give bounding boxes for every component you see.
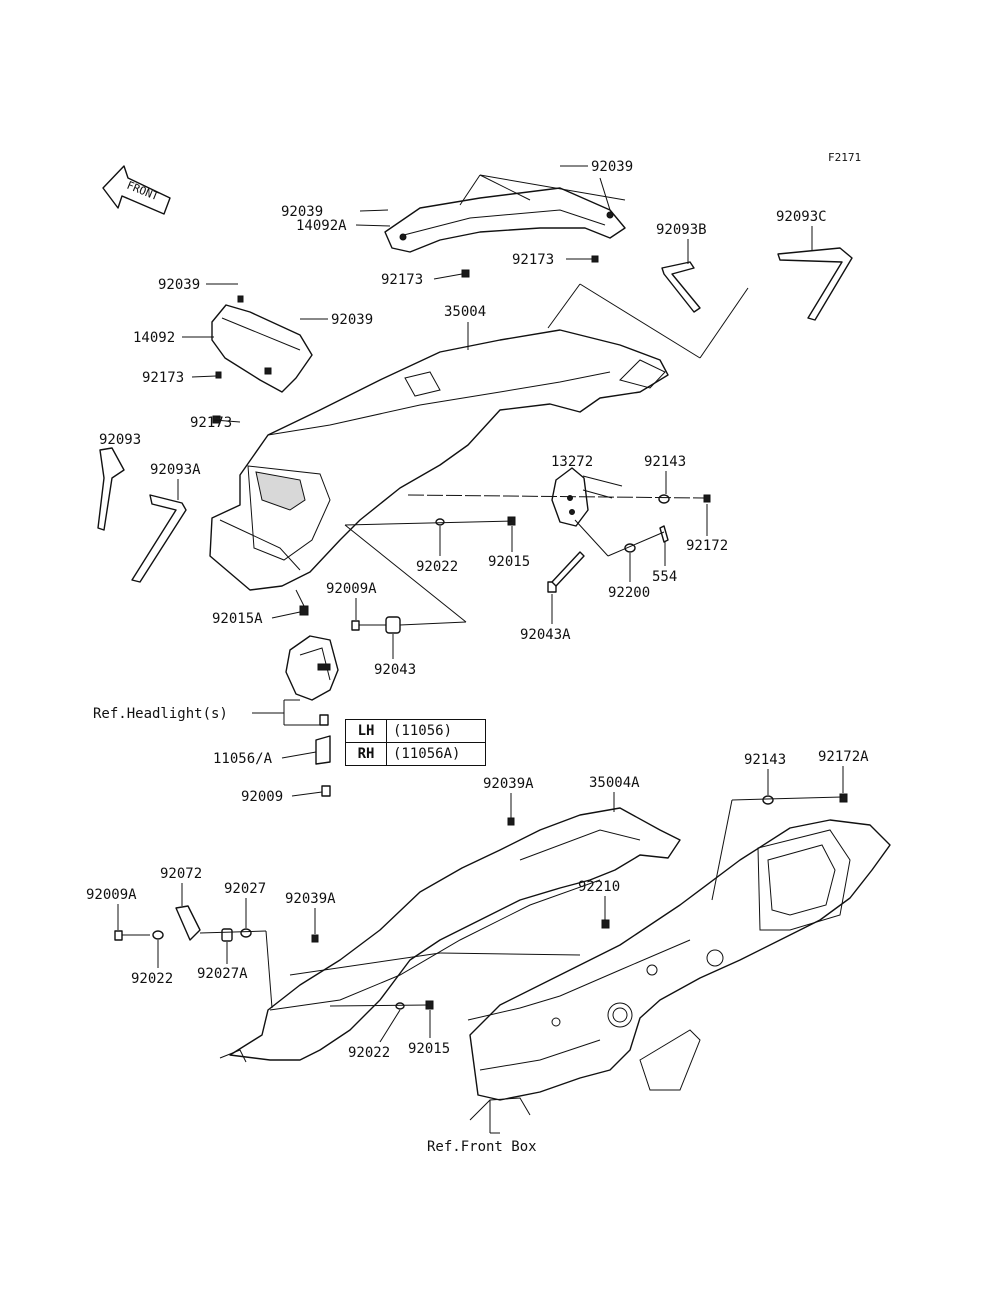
label-92015-b: 92015	[408, 1041, 450, 1057]
washer-92027-icon	[240, 928, 252, 938]
washer-92143-upper-icon	[658, 494, 670, 504]
label-14092: 14092	[133, 330, 175, 346]
ref-front-box: Ref.Front Box	[427, 1139, 537, 1155]
screw-92039A-b-icon	[311, 934, 319, 943]
bolt-92009A-upper-icon	[351, 620, 390, 631]
screw-92039A-a-icon	[507, 817, 515, 826]
collar-92027A-icon	[221, 928, 233, 942]
label-35004: 35004	[444, 304, 486, 320]
label-92039A-b: 92039A	[285, 891, 336, 907]
label-92039-a: 92039	[281, 204, 323, 220]
label-92015A: 92015A	[212, 611, 263, 627]
washer-92022-upper-icon	[435, 518, 445, 526]
table-row: LH (11056)	[345, 719, 486, 743]
label-92172A: 92172A	[818, 749, 869, 765]
bracket-92072-icon	[175, 905, 201, 941]
washer-92022-lower-a-icon	[152, 930, 164, 940]
label-35004A: 35004A	[589, 775, 640, 791]
label-92022-c: 92022	[348, 1045, 390, 1061]
seal-92093C	[777, 247, 853, 321]
bolt-92172A-icon	[839, 793, 848, 803]
front-arrow-icon: FRONT	[102, 165, 171, 215]
washer-92022-lower-b-icon	[395, 1002, 405, 1010]
ref-headlight: Ref.Headlight(s)	[93, 706, 228, 722]
label-92093B: 92093B	[656, 222, 707, 238]
clip-554-icon	[659, 525, 669, 543]
label-92172: 92172	[686, 538, 728, 554]
code-cell: (11056A)	[386, 742, 486, 766]
seal-92093A	[131, 494, 187, 583]
headlight-bracket	[285, 635, 339, 701]
cover-35004	[209, 329, 669, 591]
label-92143-b: 92143	[744, 752, 786, 768]
side-cell: LH	[345, 719, 387, 743]
label-92027A: 92027A	[197, 966, 248, 982]
screw-92039-a-icon	[237, 295, 244, 303]
label-92173-a: 92173	[381, 272, 423, 288]
frame-35004A	[219, 807, 681, 1063]
nut-92173-a-icon	[215, 371, 222, 379]
nut-92173-c-icon	[461, 269, 470, 278]
label-92210: 92210	[578, 879, 620, 895]
label-92039-b: 92039	[158, 277, 200, 293]
nut-92173-d-icon	[591, 255, 599, 263]
label-92173-b: 92173	[512, 252, 554, 268]
trim-14092	[211, 304, 313, 393]
label-554: 554	[652, 569, 677, 585]
label-14092A: 14092A	[296, 218, 347, 234]
seal-92093B	[661, 261, 701, 313]
bolt-92172-icon	[703, 494, 711, 503]
bolt-92009A-lower-icon	[114, 930, 150, 941]
label-92022-a: 92022	[416, 559, 458, 575]
grommet-92043-icon	[385, 616, 401, 634]
label-92072: 92072	[160, 866, 202, 882]
clip-92210-icon	[601, 919, 610, 929]
side-cell: RH	[345, 742, 387, 766]
label-92015-a: 92015	[488, 554, 530, 570]
code-cell: (11056)	[386, 719, 486, 743]
bolt-92043A-icon	[547, 551, 585, 593]
front-box-frame	[467, 819, 891, 1121]
table-row: RH (11056A)	[345, 742, 486, 766]
label-92173-d: 92173	[190, 415, 232, 431]
screw-upper-icon	[319, 714, 329, 726]
label-92009A-b: 92009A	[86, 887, 137, 903]
label-92143-a: 92143	[644, 454, 686, 470]
label-92043: 92043	[374, 662, 416, 678]
seal-92093	[97, 447, 125, 531]
screw-92009-icon	[321, 785, 331, 797]
label-11056-A: 11056/A	[213, 751, 273, 767]
side-code-table: LH (11056) RH (11056A)	[345, 719, 486, 766]
label-92039-c: 92039	[331, 312, 373, 328]
label-92039-top: 92039	[591, 159, 633, 175]
label-92009A-a: 92009A	[326, 581, 377, 597]
label-92093C: 92093C	[776, 209, 827, 225]
label-92009: 92009	[241, 789, 283, 805]
figure-code: F2171	[828, 151, 861, 164]
label-92039A-a: 92039A	[483, 776, 534, 792]
label-92200: 92200	[608, 585, 650, 601]
label-92022-b: 92022	[131, 971, 173, 987]
trim-14092A	[384, 187, 626, 253]
nut-92173-b-icon	[212, 415, 221, 424]
label-92093: 92093	[99, 432, 141, 448]
label-92173-c: 92173	[142, 370, 184, 386]
clip-11056-icon	[315, 735, 331, 765]
label-92093A: 92093A	[150, 462, 201, 478]
label-92027: 92027	[224, 881, 266, 897]
nut-92015A-icon	[299, 605, 309, 616]
washer-92143-lower-icon	[762, 795, 774, 805]
label-13272: 13272	[551, 454, 593, 470]
label-92043A: 92043A	[520, 627, 571, 643]
